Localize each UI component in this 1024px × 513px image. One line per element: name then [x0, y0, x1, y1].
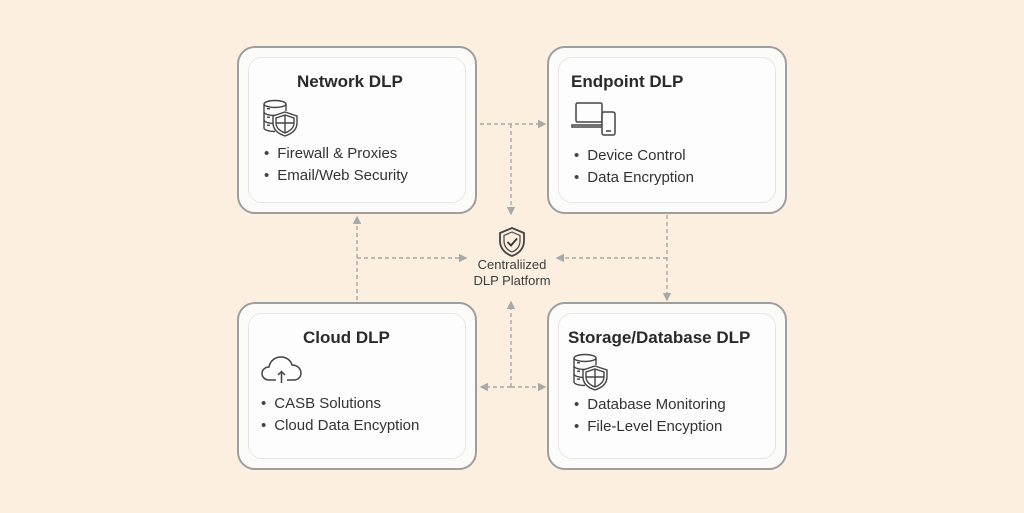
- card-storage-database-dlp: Storage/Database DLP Database Monitoring…: [547, 302, 787, 470]
- card-title: Cloud DLP: [303, 328, 390, 347]
- list-item: Data Encryption: [574, 167, 694, 189]
- feature-list: Device Control Data Encryption: [574, 145, 694, 189]
- feature-list: Database Monitoring File-Level Encyption: [574, 394, 726, 438]
- central-platform-label: Centraliized DLP Platform: [452, 257, 572, 289]
- database-shield-icon: [571, 352, 611, 397]
- card-network-dlp: Network DLP Firewall & Proxies Email/Web…: [237, 46, 477, 214]
- central-label-line1: Centraliized: [477, 257, 547, 272]
- feature-list: CASB Solutions Cloud Data Encyption: [261, 393, 419, 437]
- list-item: Device Control: [574, 145, 694, 167]
- card-endpoint-dlp: Endpoint DLP Device Control Data Encrypt…: [547, 46, 787, 214]
- laptop-phone-icon: [571, 100, 621, 143]
- feature-list: Firewall & Proxies Email/Web Security: [264, 143, 408, 187]
- list-item: Cloud Data Encyption: [261, 415, 419, 437]
- shield-check-icon: [497, 226, 527, 263]
- list-item: Email/Web Security: [264, 165, 408, 187]
- list-item: CASB Solutions: [261, 393, 419, 415]
- list-item: File-Level Encyption: [574, 416, 726, 438]
- card-title: Network DLP: [297, 72, 403, 91]
- list-item: Firewall & Proxies: [264, 143, 408, 165]
- cloud-upload-icon: [261, 353, 305, 390]
- database-shield-icon: [261, 98, 301, 143]
- card-title: Storage/Database DLP: [568, 328, 751, 347]
- card-cloud-dlp: Cloud DLP CASB Solutions Cloud Data Ency…: [237, 302, 477, 470]
- card-title: Endpoint DLP: [571, 72, 684, 91]
- central-label-line2: DLP Platform: [473, 273, 551, 288]
- list-item: Database Monitoring: [574, 394, 725, 416]
